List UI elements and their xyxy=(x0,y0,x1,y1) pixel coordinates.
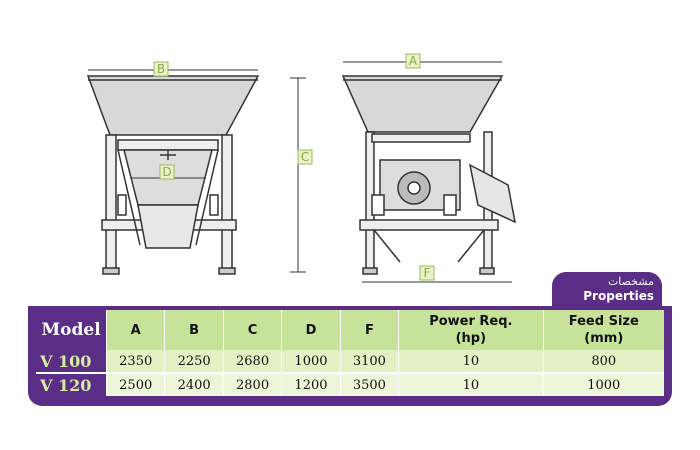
cell-d: 1200 xyxy=(281,373,341,396)
dim-label-a: A xyxy=(405,53,421,69)
properties-title-en: Properties xyxy=(583,289,654,303)
spec-table-frame: Model A B C D F Power Req. (hp) Feed Siz… xyxy=(28,306,672,406)
cell-f: 3500 xyxy=(339,373,399,396)
table-header-row: Model A B C D F Power Req. (hp) Feed Siz… xyxy=(36,310,664,350)
header-b: B xyxy=(164,310,224,350)
table-row: V 100 2350 2250 2680 1000 3100 10 800 xyxy=(36,350,664,374)
cell-model: V 100 xyxy=(36,350,107,374)
cell-power: 10 xyxy=(398,350,544,374)
machine-drawing: B A C D F xyxy=(86,53,517,283)
cell-c: 2680 xyxy=(222,350,282,374)
header-power: Power Req. (hp) xyxy=(398,310,544,350)
header-f: F xyxy=(339,310,399,350)
cell-feed-size: 800 xyxy=(542,350,664,374)
cell-a: 2500 xyxy=(105,373,165,396)
header-model: Model xyxy=(36,310,107,350)
dimension-lines xyxy=(88,61,512,283)
cell-d: 1000 xyxy=(281,350,341,374)
table-row: V 120 2500 2400 2800 1200 3500 10 1000 xyxy=(36,373,664,396)
side-view xyxy=(341,75,517,275)
dim-label-f: F xyxy=(419,265,435,281)
spec-table: Model A B C D F Power Req. (hp) Feed Siz… xyxy=(36,310,664,396)
cell-feed-size: 1000 xyxy=(542,373,664,396)
properties-title-fa: مشخصات xyxy=(607,275,654,288)
header-feed-size: Feed Size (mm) xyxy=(542,310,664,350)
cell-power: 10 xyxy=(398,373,544,396)
properties-tab: مشخصات Properties xyxy=(552,272,662,308)
cell-f: 3100 xyxy=(339,350,399,374)
header-d: D xyxy=(281,310,341,350)
cell-b: 2400 xyxy=(164,373,224,396)
front-view xyxy=(86,75,260,275)
svg-text:A: A xyxy=(409,54,418,68)
cell-c: 2800 xyxy=(222,373,282,396)
dim-label-b: B xyxy=(153,61,169,77)
header-a: A xyxy=(105,310,165,350)
dim-label-d: D xyxy=(159,164,175,180)
svg-text:F: F xyxy=(424,266,431,280)
cell-model: V 120 xyxy=(36,373,107,396)
svg-text:D: D xyxy=(162,165,171,179)
dim-label-c: C xyxy=(297,149,313,165)
header-c: C xyxy=(222,310,282,350)
cell-b: 2250 xyxy=(164,350,224,374)
cell-a: 2350 xyxy=(105,350,165,374)
svg-text:C: C xyxy=(301,150,309,164)
svg-text:B: B xyxy=(157,62,165,76)
